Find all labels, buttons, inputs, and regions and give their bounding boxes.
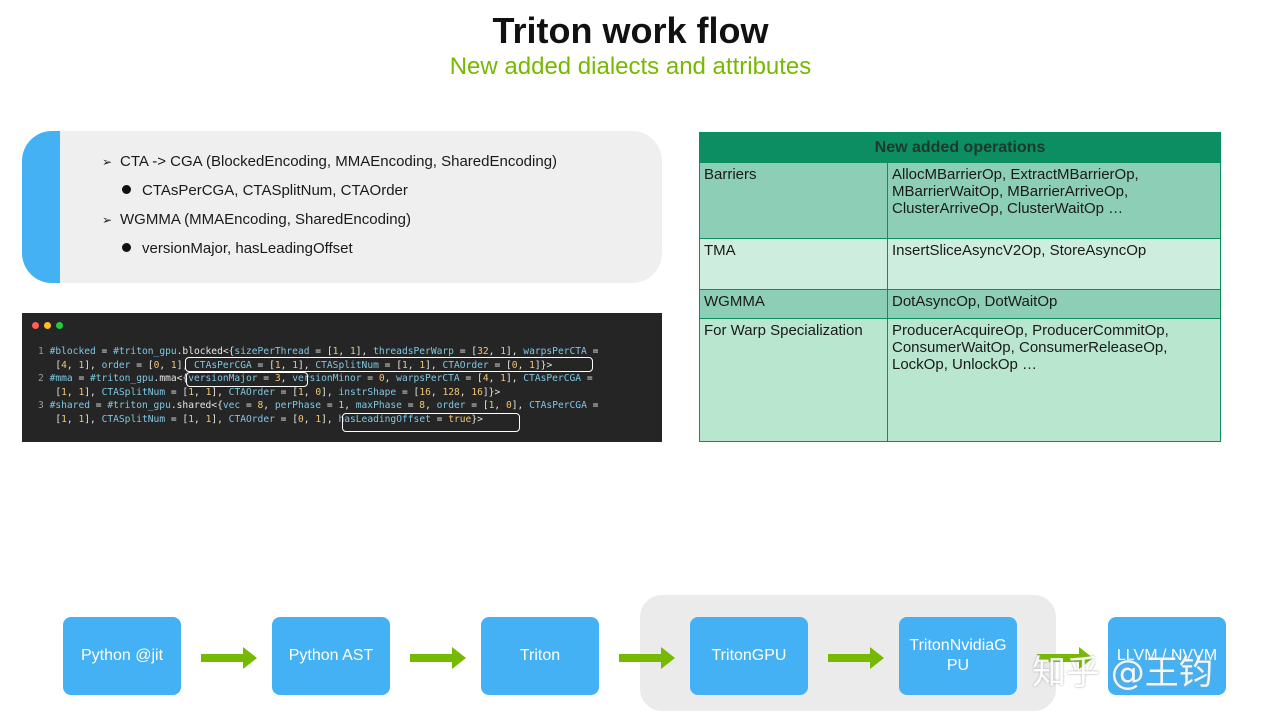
table-header: New added operations xyxy=(699,132,1221,163)
flow-node-python-ast: Python AST xyxy=(272,617,390,695)
code-text: 1 #blocked = #triton_gpu.blocked<{sizePe… xyxy=(38,346,599,425)
highlight-box-cga xyxy=(185,357,593,372)
table-cell-name: Barriers xyxy=(699,162,888,239)
arrow-bullet-icon: ➢ xyxy=(102,155,113,169)
flow-arrow-icon xyxy=(201,647,257,669)
info-subitem-cta-attrs: CTAsPerCGA, CTASplitNum, CTAOrder xyxy=(122,182,408,199)
table-cell-ops: InsertSliceAsyncV2Op, StoreAsyncOp xyxy=(887,238,1221,290)
flow-arrow-icon xyxy=(410,647,466,669)
highlight-box-version-major xyxy=(186,372,308,387)
highlight-box-leading-offset xyxy=(342,413,520,432)
flow-node-tritonnvidiagpu: TritonNvidiaGPU xyxy=(899,617,1017,695)
window-close-dot-icon xyxy=(32,322,39,329)
table-row: Barriers AllocMBarrierOp, ExtractMBarrie… xyxy=(699,162,1221,239)
page-subtitle: New added dialects and attributes xyxy=(449,53,812,80)
table-row: WGMMA DotAsyncOp, DotWaitOp xyxy=(699,289,1221,319)
flow-node-python-jit: Python @jit xyxy=(63,617,181,695)
code-snippet: 1 #blocked = #triton_gpu.blocked<{sizePe… xyxy=(22,313,662,442)
arrow-bullet-icon: ➢ xyxy=(102,213,113,227)
table-cell-ops: AllocMBarrierOp, ExtractMBarrierOp, MBar… xyxy=(887,162,1221,239)
dot-bullet-icon xyxy=(122,185,131,194)
new-operations-table: New added operations Barriers AllocMBarr… xyxy=(699,132,1221,442)
dialects-info-card: ➢ CTA -> CGA (BlockedEncoding, MMAEncodin… xyxy=(22,131,662,283)
info-item-wgmma: ➢ WGMMA (MMAEncoding, SharedEncoding) xyxy=(102,211,411,228)
watermark: 知乎 @王钧 xyxy=(1032,653,1213,693)
page-title: Triton work flow xyxy=(492,10,769,51)
dot-bullet-icon xyxy=(122,243,131,252)
flow-arrow-icon xyxy=(1037,647,1093,669)
table-row: TMA InsertSliceAsyncV2Op, StoreAsyncOp xyxy=(699,238,1221,290)
info-text: CTAsPerCGA, CTASplitNum, CTAOrder xyxy=(142,182,408,199)
table-row: For Warp Specialization ProducerAcquireO… xyxy=(699,318,1221,442)
flow-node-triton: Triton xyxy=(481,617,599,695)
flow-arrow-icon xyxy=(619,647,675,669)
table-cell-name: TMA xyxy=(699,238,888,290)
table-cell-name: For Warp Specialization xyxy=(699,318,888,442)
window-maximize-dot-icon xyxy=(56,322,63,329)
flow-node-llvm-nvvm: LLVM / NVVM xyxy=(1108,617,1226,695)
info-text: WGMMA (MMAEncoding, SharedEncoding) xyxy=(120,211,411,228)
window-minimize-dot-icon xyxy=(44,322,51,329)
info-subitem-wgmma-attrs: versionMajor, hasLeadingOffset xyxy=(122,240,353,257)
table-cell-name: WGMMA xyxy=(699,289,888,319)
card-accent-bar xyxy=(22,131,60,283)
info-item-cta-cga: ➢ CTA -> CGA (BlockedEncoding, MMAEncodin… xyxy=(102,153,557,170)
table-cell-ops: DotAsyncOp, DotWaitOp xyxy=(887,289,1221,319)
table-cell-ops: ProducerAcquireOp, ProducerCommitOp, Con… xyxy=(887,318,1221,442)
info-text: versionMajor, hasLeadingOffset xyxy=(142,240,353,257)
info-text: CTA -> CGA (BlockedEncoding, MMAEncoding… xyxy=(120,153,558,170)
flow-arrow-icon xyxy=(828,647,884,669)
flow-node-tritongpu: TritonGPU xyxy=(690,617,808,695)
